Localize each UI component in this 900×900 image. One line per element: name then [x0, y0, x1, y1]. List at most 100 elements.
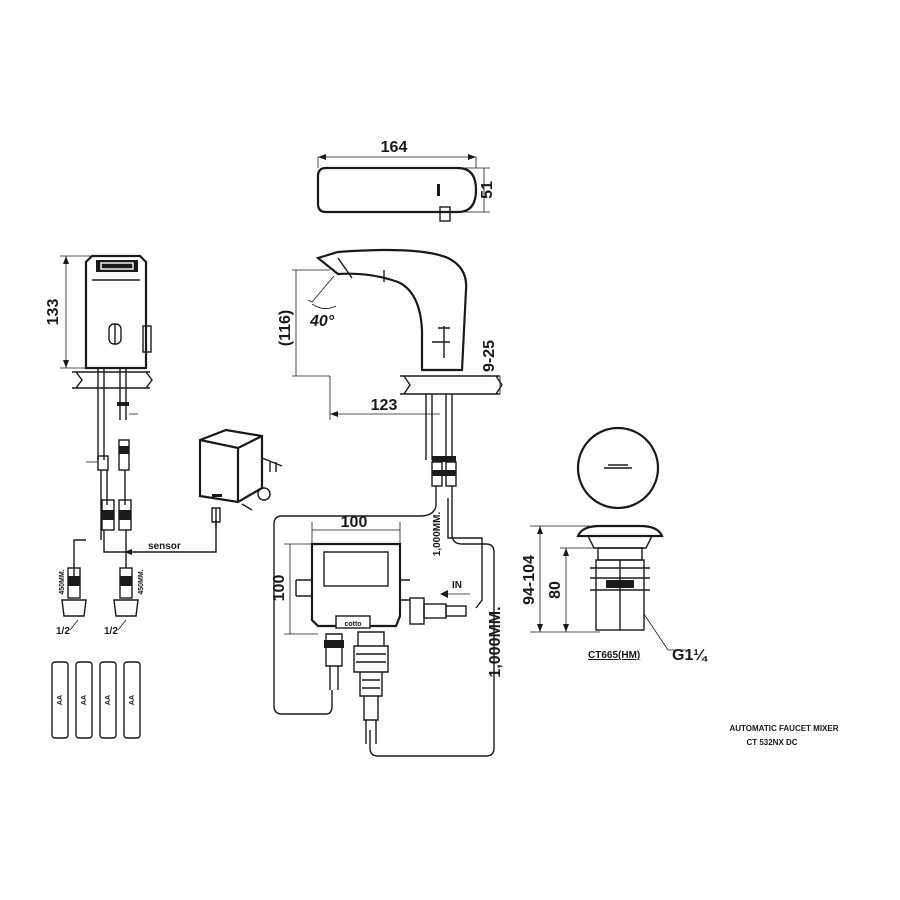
- sensor-module: [198, 428, 283, 528]
- control-box-outlet-threads: [356, 653, 386, 689]
- side-deck: [72, 371, 153, 389]
- dim-arrow: [468, 154, 476, 160]
- side-view-button: [142, 325, 152, 353]
- side-connector-band: [119, 446, 129, 454]
- sensor-arrow: [124, 549, 132, 555]
- control-box-cable-connector: [325, 633, 343, 690]
- drain-neck: [597, 547, 643, 561]
- hose-nuts: [61, 599, 139, 617]
- hose-long-label: 1,000MM.: [487, 606, 504, 677]
- side-clip: [117, 402, 129, 406]
- dim-deck-thickness: 9-25: [481, 340, 498, 372]
- sensor-wire: [103, 520, 217, 553]
- battery-3: [99, 661, 117, 739]
- sensor-module-knob: [257, 487, 271, 501]
- top-view-spout-tip: [439, 206, 451, 222]
- hose-length-1: 450MM.: [59, 569, 66, 594]
- faucet-sensor-mark: [432, 326, 450, 358]
- inlet-label: IN: [452, 580, 462, 591]
- control-box-outlet-pipe: [365, 720, 377, 744]
- dim-spout-height: (116): [277, 310, 294, 346]
- side-view: 133 sensor 450MM. 450MM. 1/2 1/2: [45, 254, 217, 637]
- sensor-module-label: [212, 494, 222, 497]
- side-shank: [97, 368, 127, 460]
- drain-cap: [576, 524, 664, 538]
- dim-drain-range: 94-104: [521, 555, 538, 605]
- dim-top-width: 164: [381, 139, 408, 156]
- side-connector-2: [97, 455, 109, 471]
- brand-label: cotto: [344, 621, 361, 628]
- control-box-side-tab: [295, 579, 312, 597]
- control-box-badge: [335, 615, 371, 629]
- dim-arrow: [537, 624, 543, 632]
- side-valve-1-band: [102, 510, 114, 520]
- side-valve-2-band: [119, 510, 131, 520]
- dim-side-height: 133: [45, 299, 62, 326]
- inlet-arrow: [440, 590, 448, 598]
- drain-top-slot: [604, 464, 632, 469]
- inlet-pipe: [445, 605, 467, 617]
- hose-length-2: 450MM.: [138, 569, 145, 594]
- dim-box-height: 100: [271, 575, 288, 602]
- side-view-body: [84, 254, 148, 370]
- top-view-body: [316, 166, 478, 214]
- sensor-module-screw: [261, 457, 283, 472]
- dim-arrow: [63, 360, 69, 368]
- battery-2: [75, 661, 93, 739]
- title-block: AUTOMATIC FAUCET MIXER CT 532NX DC: [729, 724, 838, 747]
- sensor-module-body: [198, 428, 264, 504]
- thread-left-1: 1/2: [56, 626, 70, 637]
- control-box-window: [323, 551, 389, 587]
- dim-arrow: [563, 548, 569, 556]
- hose-short-label: 1,000MM.: [432, 512, 443, 557]
- drain: 94-104 80 G1¼ CT665(HM): [521, 426, 708, 664]
- title-line-2: CT 532NX DC: [746, 738, 797, 747]
- top-view: 164 51: [316, 139, 496, 222]
- battery-2-label: AA: [81, 695, 88, 705]
- battery-1-label: AA: [57, 695, 64, 705]
- hose-to-box: [273, 486, 437, 715]
- dim-spout-reach: 123: [371, 397, 398, 414]
- drain-top-view: [576, 426, 660, 510]
- dim-arrow: [563, 624, 569, 632]
- drain-flange: [586, 535, 654, 549]
- battery-3-label: AA: [105, 695, 112, 705]
- dim-drain-height: 80: [547, 581, 564, 599]
- control-box-side-port: [400, 579, 410, 601]
- spout-edge: [337, 257, 353, 279]
- hose-end-left-band: [68, 576, 80, 586]
- battery-1: [51, 661, 69, 739]
- sensor-module-tab: [241, 503, 253, 511]
- side-view-top-band: [96, 260, 138, 272]
- drain-thread: G1¼: [672, 647, 708, 664]
- inlet-nut: [409, 597, 425, 625]
- sensor-label: sensor: [148, 541, 181, 552]
- battery-4-label: AA: [129, 695, 136, 705]
- spout-angle: 40°: [309, 313, 335, 330]
- dim-arrow: [318, 154, 326, 160]
- thread-left-2: 1/2: [104, 626, 118, 637]
- control-box-outlet: [353, 631, 389, 721]
- dim-arrow: [63, 256, 69, 264]
- front-view: 40° (116) 9-25 123 1,000MM. 1,000MM.: [273, 248, 504, 757]
- side-view-band-slot: [100, 262, 134, 270]
- drain-thread-leader: [643, 613, 686, 651]
- side-hoses-down: [73, 530, 127, 580]
- angle-arc: [311, 303, 337, 309]
- top-view-sensor-window: [437, 184, 440, 196]
- sensor-module-cable: [211, 507, 221, 528]
- dim-arrow: [537, 526, 543, 534]
- dim-box-width: 100: [341, 514, 368, 531]
- dim-arrow: [330, 411, 338, 417]
- thread-leaders: [69, 619, 127, 631]
- front-deck: [400, 375, 503, 395]
- front-shanks: [425, 394, 453, 460]
- hose-end-right-band: [120, 576, 132, 586]
- battery-4: [123, 661, 141, 739]
- dim-top-depth: 51: [479, 181, 496, 199]
- side-connector: [118, 439, 130, 471]
- hose-inlet: [447, 498, 483, 609]
- control-box-body: [310, 542, 402, 628]
- inlet-body: [423, 603, 447, 619]
